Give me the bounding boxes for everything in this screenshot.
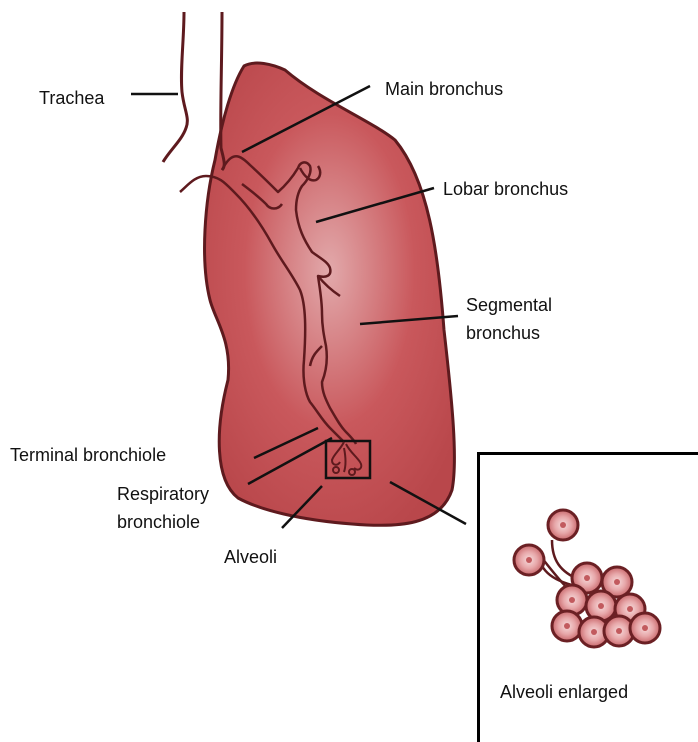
label-respiratory-line2: bronchiole: [117, 510, 200, 534]
label-segmental-line1: Segmental: [466, 293, 552, 317]
lung-diagram: Trachea Main bronchus Lobar bronchus Seg…: [0, 0, 698, 726]
label-main-bronchus: Main bronchus: [385, 77, 503, 101]
label-alveoli: Alveoli: [224, 545, 277, 569]
label-respiratory-line1: Respiratory: [117, 482, 209, 506]
trachea-tube: [163, 12, 224, 170]
label-lobar-bronchus: Lobar bronchus: [443, 177, 568, 201]
label-alveoli-enlarged: Alveoli enlarged: [500, 680, 628, 704]
label-segmental-line2: bronchus: [466, 321, 540, 345]
label-trachea: Trachea: [39, 86, 104, 110]
lung-lobe: [205, 63, 455, 525]
label-terminal-bronchiole: Terminal bronchiole: [10, 443, 166, 467]
